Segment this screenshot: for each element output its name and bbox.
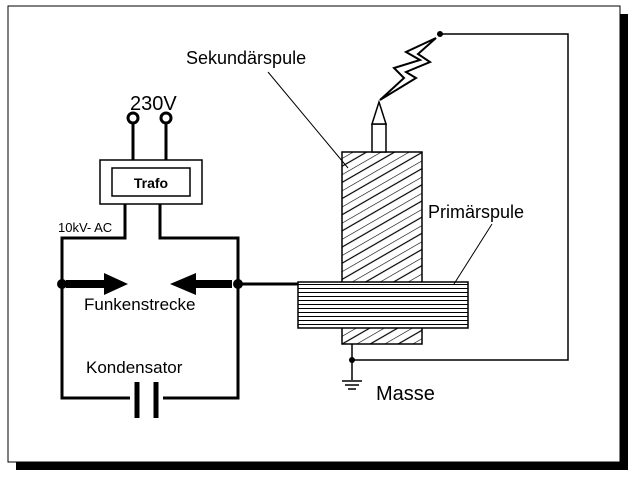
secondary-coil-label: Sekundärspule [186,48,306,68]
secondary-coil-leader [267,71,349,169]
spark-gap-node-left [57,279,67,289]
voltage-label: 230V [130,93,177,115]
transformer-label: Trafo [134,175,168,191]
spark-gap-electrode-right [170,273,232,295]
frame [7,5,628,470]
terminal-left [126,111,140,125]
spark-gap: Funkenstrecke [66,273,232,314]
lightning-bolt-icon [379,37,437,101]
primary-circuit [60,204,298,400]
transformer: Trafo [99,159,203,205]
spark-gap-node-right [233,279,243,289]
capacitor: Kondensator [86,358,183,418]
capacitor-label: Kondensator [86,358,183,377]
spark-gap-electrode-left [66,273,128,295]
ground-icon [342,380,362,390]
ground-node [349,357,355,363]
terminal-right [159,111,173,125]
primary-coil-label: Primärspule [428,202,524,222]
primary-coil: Primärspule [297,202,524,329]
spark-gap-label: Funkenstrecke [84,295,196,314]
mains-terminals: 230V [126,93,177,160]
hv-ac-label: 10kV- AC [58,220,112,235]
ground-label: Masse [376,383,435,405]
primary-coil-leader [453,223,493,285]
top-node [437,31,443,37]
top-electrode [370,99,388,153]
